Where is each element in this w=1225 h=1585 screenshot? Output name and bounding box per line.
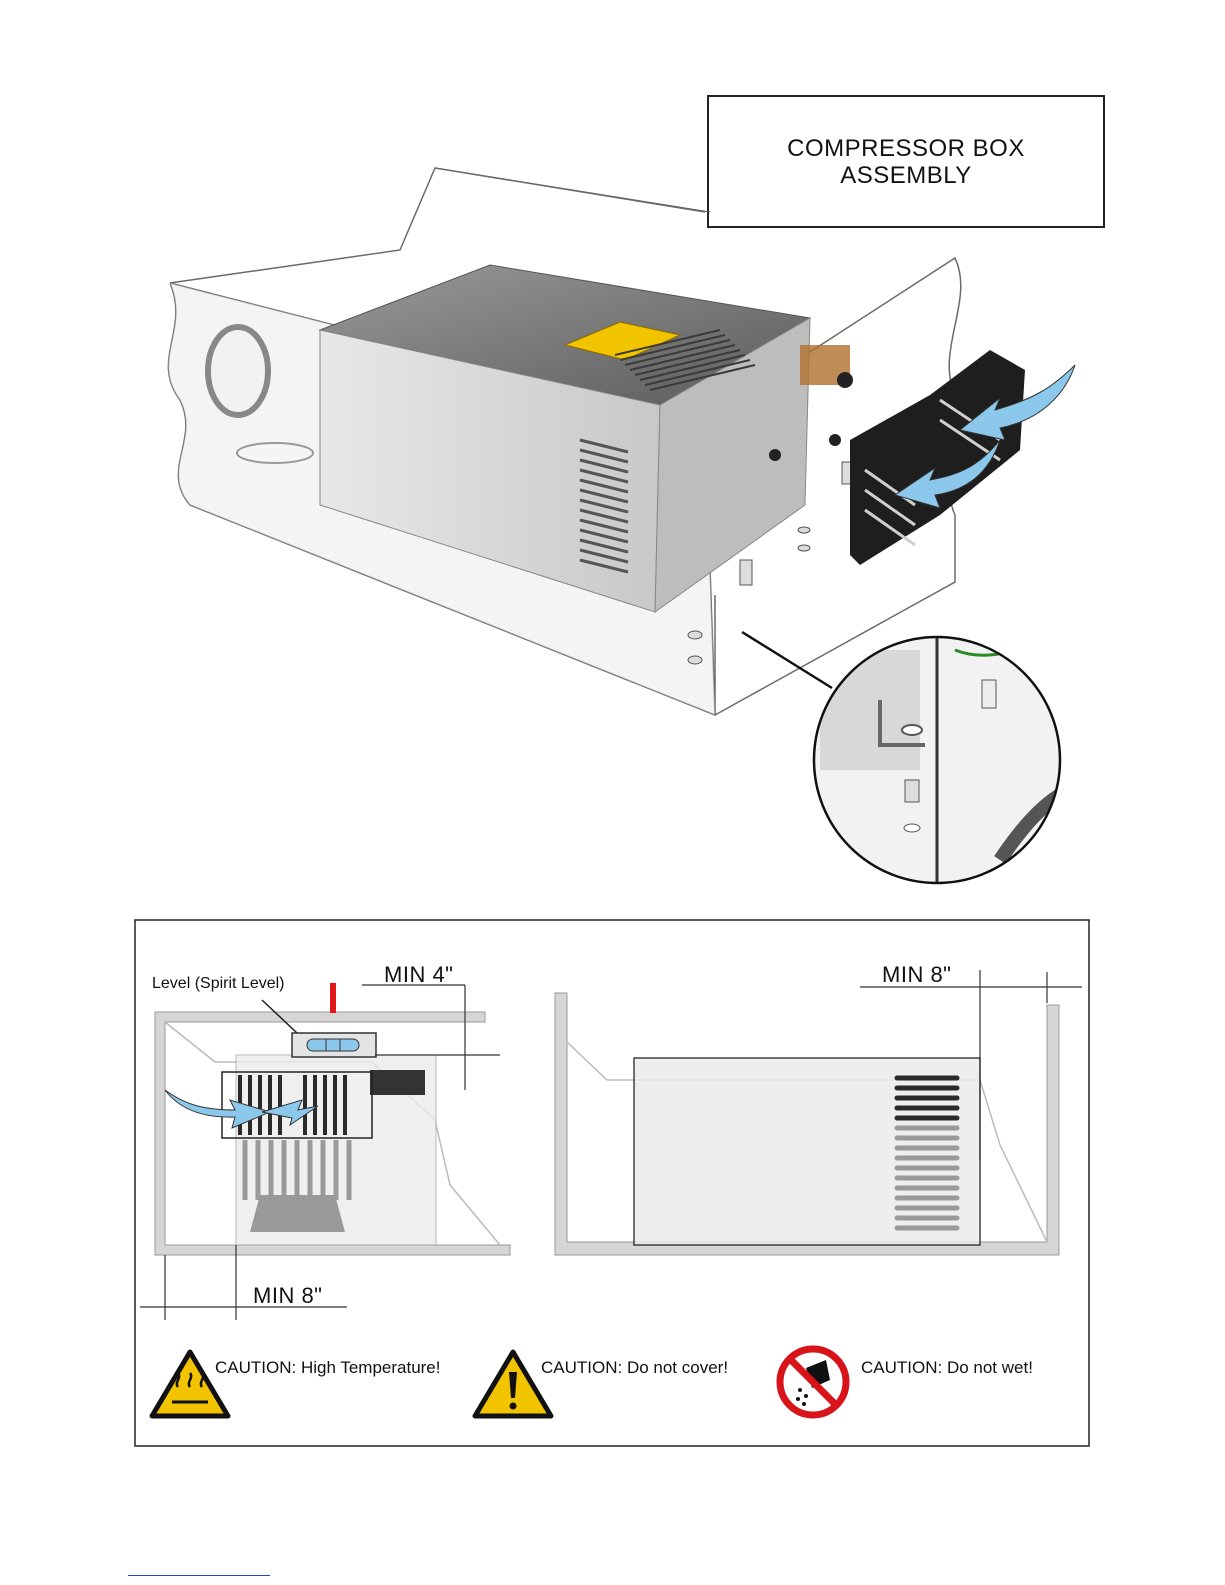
spirit-level-vial	[307, 1039, 359, 1051]
caution-do-not-wet: CAUTION: Do not wet!	[861, 1358, 1033, 1378]
clearance-bottom-label: MIN 8"	[253, 1283, 322, 1309]
caution-high-temperature: CAUTION: High Temperature!	[215, 1358, 440, 1378]
zoom-leader-line	[742, 632, 832, 688]
clearance-top-label: MIN 4"	[384, 962, 453, 988]
spirit-level-label: Level (Spirit Level)	[152, 975, 285, 993]
cable-hole-round	[208, 327, 268, 415]
cable-hole-oval	[237, 443, 313, 463]
fan-unit	[850, 350, 1075, 565]
footer-rule	[128, 1575, 270, 1576]
caution-do-not-cover: CAUTION: Do not cover!	[541, 1358, 728, 1378]
no-water-prohibition-icon	[780, 1349, 846, 1415]
clearance-right-label: MIN 8"	[882, 962, 951, 988]
